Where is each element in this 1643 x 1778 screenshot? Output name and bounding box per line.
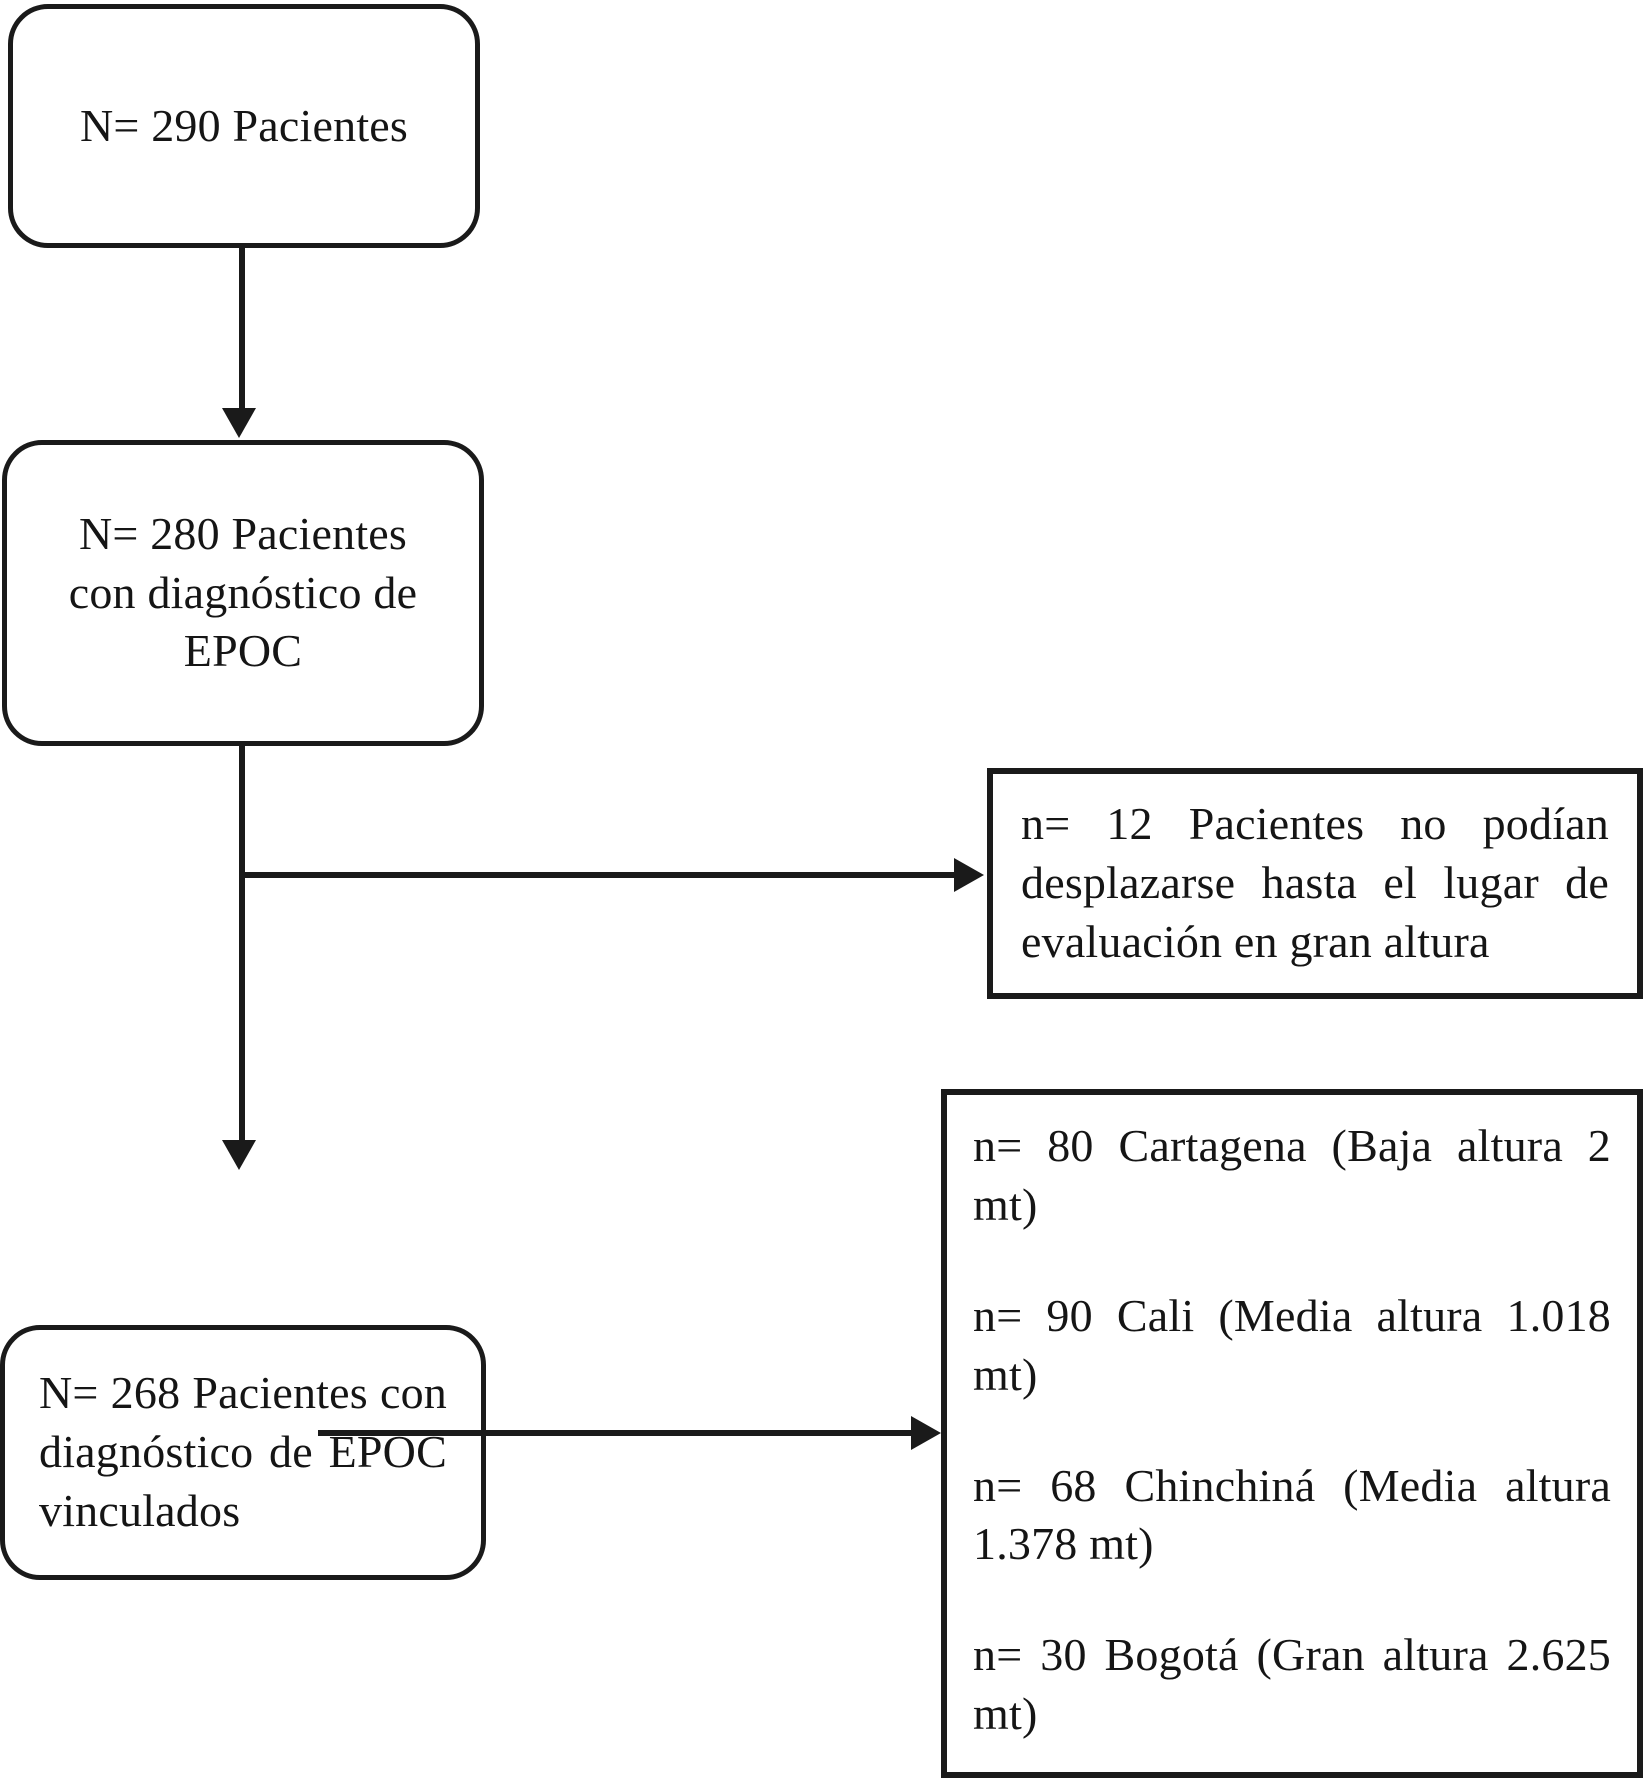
edge-diagnostico-to-excluidos-arrowhead xyxy=(954,858,984,892)
edge-vinculados-to-sitios-line xyxy=(318,1430,918,1436)
edge-diagnostico-to-vinculados-arrowhead xyxy=(222,1140,256,1170)
edge-inicial-to-diagnostico-arrowhead xyxy=(222,408,256,438)
edge-diagnostico-to-vinculados-line xyxy=(239,744,245,1156)
site-item-cali: n= 90 Cali (Media altura 1.018 mt) xyxy=(973,1289,1611,1400)
edge-inicial-to-diagnostico-line xyxy=(239,246,245,418)
node-excluded-patients-label: n= 12 Pacientes no podían desplazarse ha… xyxy=(1021,798,1609,967)
node-enrolled-patients: N= 268 Pacientes con diagnóstico de EPOC… xyxy=(0,1325,486,1580)
site-item-chinchina: n= 68 Chinchiná (Media altura 1.378 mt) xyxy=(973,1459,1611,1570)
edge-vinculados-to-sitios-arrowhead xyxy=(911,1416,941,1450)
edge-diagnostico-to-excluidos-line xyxy=(242,872,960,878)
node-enrolled-patients-label: N= 268 Pacientes con diagnóstico de EPOC… xyxy=(39,1367,447,1536)
node-excluded-patients: n= 12 Pacientes no podían desplazarse ha… xyxy=(987,768,1643,999)
node-copd-diagnosis-line2: con diagnóstico de xyxy=(68,566,418,618)
node-study-sites: n= 80 Cartagena (Baja altura 2 mt) n= 90… xyxy=(941,1089,1643,1778)
site-item-bogota: n= 30 Bogotá (Gran altura 2.625 mt) xyxy=(973,1629,1611,1740)
node-total-patients-label: N= 290 Pacientes xyxy=(79,99,409,151)
node-copd-diagnosis-line1: N= 280 Pacientes xyxy=(78,507,408,559)
site-item-cartagena: n= 80 Cartagena (Baja altura 2 mt) xyxy=(973,1120,1611,1230)
node-copd-diagnosis: N= 280 Pacientes con diagnóstico de EPOC xyxy=(2,440,484,746)
node-copd-diagnosis-line3: EPOC xyxy=(183,625,303,677)
node-total-patients: N= 290 Pacientes xyxy=(8,4,480,248)
